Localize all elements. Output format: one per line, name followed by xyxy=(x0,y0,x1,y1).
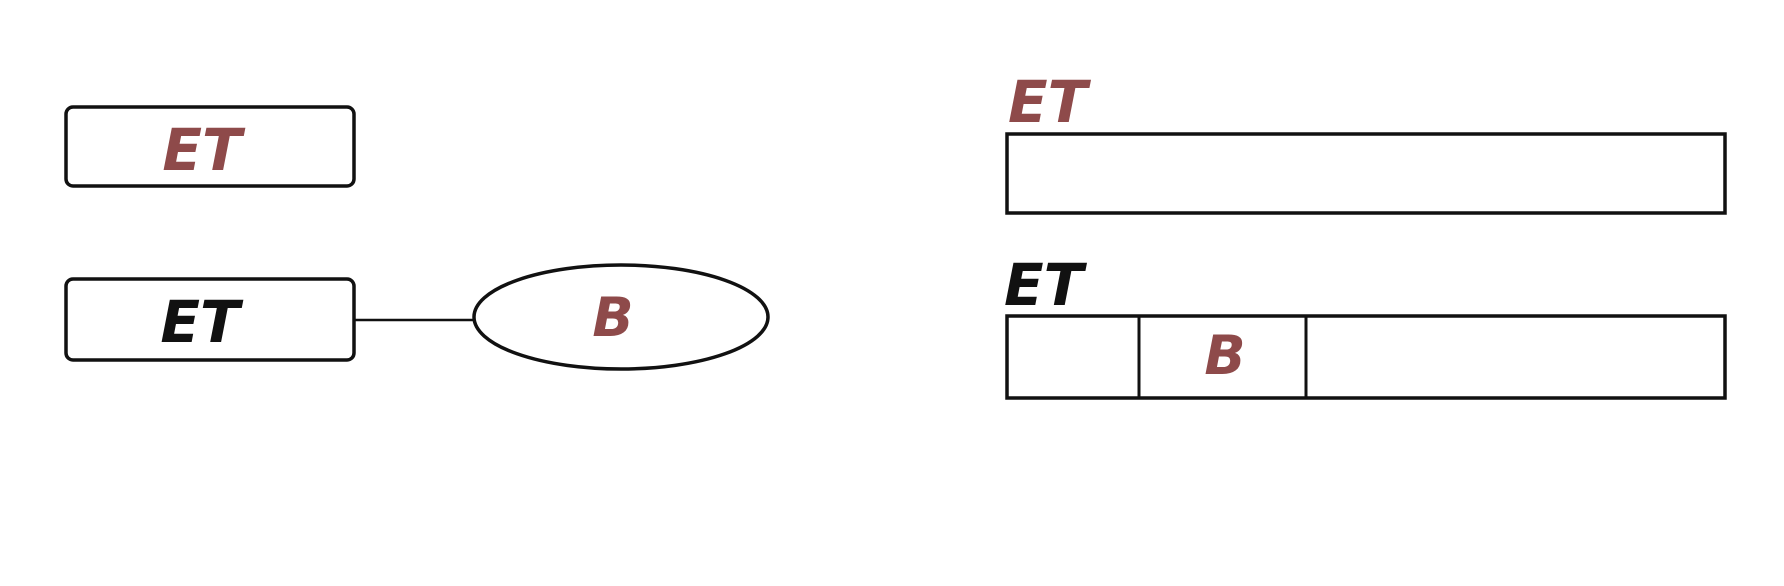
table-et-top: ET xyxy=(1005,68,1727,215)
table-row xyxy=(1005,132,1727,215)
entity-box xyxy=(64,105,356,188)
entity-label: ET xyxy=(162,116,246,184)
attribute-b: B xyxy=(472,263,770,371)
attribute-label: B xyxy=(592,286,633,349)
attribute-ellipse xyxy=(472,263,770,371)
entity-et-top: ET xyxy=(64,105,356,188)
table-title: ET xyxy=(1008,68,1092,136)
table-cell-label: B xyxy=(1204,324,1245,387)
entity-label: ET xyxy=(160,288,244,356)
table-et-bottom: ET B xyxy=(1004,251,1727,400)
entity-et-bottom: ET xyxy=(64,277,356,362)
table-title: ET xyxy=(1004,251,1088,319)
table-row xyxy=(1005,314,1727,400)
